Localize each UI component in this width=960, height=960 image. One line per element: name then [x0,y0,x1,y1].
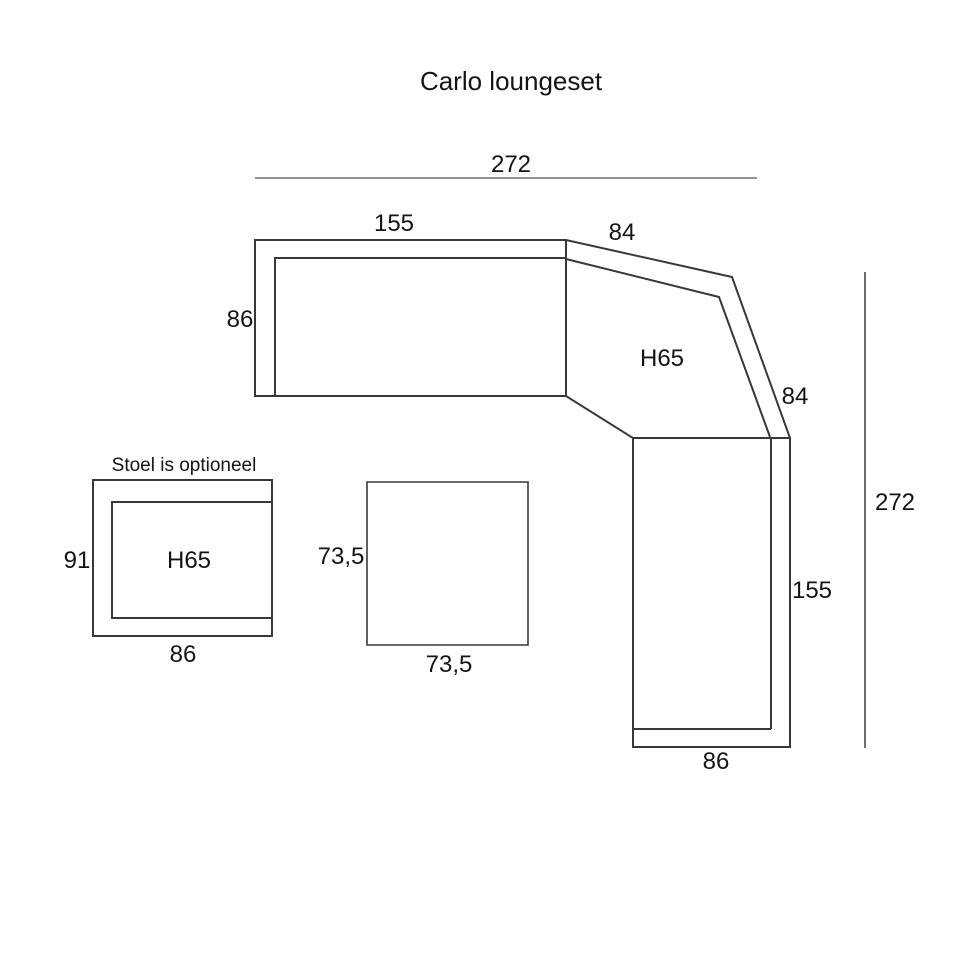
dim-table-width: 73,5 [425,651,473,678]
dim-right-section-length: 155 [791,577,833,604]
chair-inner-lines [111,501,272,619]
dim-corner-side-width: 84 [781,383,809,410]
dim-table-depth: 73,5 [317,543,365,570]
dim-chair-depth: 91 [63,547,91,574]
dim-left-section-depth: 86 [226,306,254,333]
table-outline [366,481,529,646]
chair-outline [92,479,273,637]
dim-overall-depth: 272 [874,489,916,516]
chair-note: Stoel is optioneel [111,455,257,476]
dim-corner-back-width: 84 [608,219,636,246]
chair-height-label: H65 [166,547,212,574]
page-title: Carlo loungeset [419,66,603,96]
sofa-outline [254,239,791,748]
sofa-height-label: H65 [639,345,685,372]
dim-chair-width: 86 [169,641,197,668]
sofa-inner-lines [274,240,790,730]
dim-right-section-width: 86 [702,748,730,775]
dim-overall-width: 272 [490,151,532,178]
dim-left-section-width: 155 [373,210,415,237]
